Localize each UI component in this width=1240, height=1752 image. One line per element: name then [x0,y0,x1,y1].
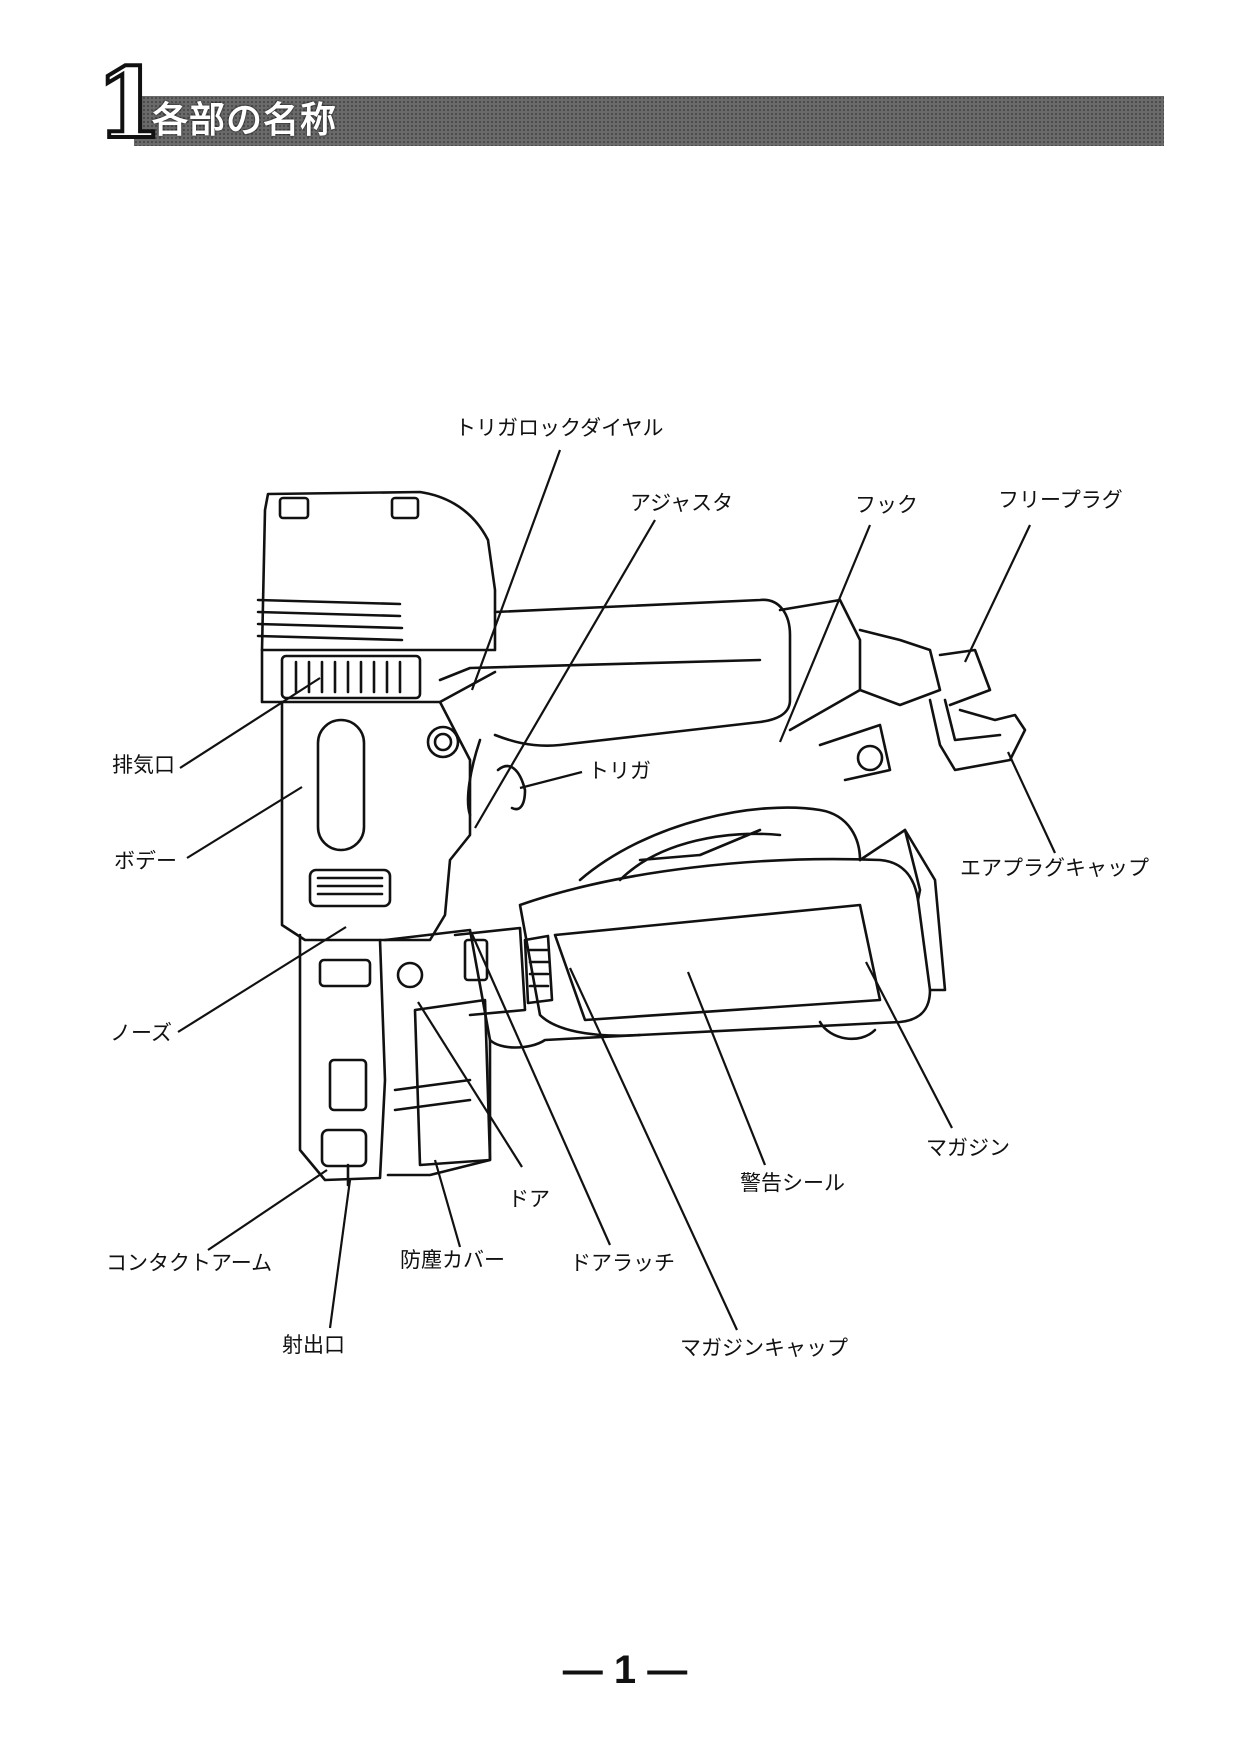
section-title: 各部の名称 [152,100,338,141]
label-door-latch: ドアラッチ [570,1251,675,1275]
label-contact-arm: コンタクトアーム [106,1251,272,1275]
leader-body [186,786,303,859]
label-trigger-lock-dial: トリガロックダイヤル [455,416,664,440]
label-warning-seal: 警告シール [740,1171,845,1195]
leader-lines [177,449,1056,1331]
leader-free-plug [964,524,1031,663]
leader-contact-arm [207,1169,328,1251]
label-magazine-cap: マガジンキャップ [680,1336,848,1360]
leader-air-plug-cap [1007,751,1056,854]
page-number: — 1 — [562,1648,688,1692]
leader-magazine-cap [569,967,738,1331]
label-nose: ノーズ [110,1021,172,1045]
label-muzzle: 射出口 [282,1333,345,1357]
leader-warning-seal [686,971,767,1166]
label-exhaust: 排気口 [112,753,175,777]
label-body: ボデー [114,849,177,873]
leader-exhaust [179,677,321,769]
label-air-plug-cap: エアプラグキャップ [960,856,1149,880]
label-magazine: マガジン [926,1136,1010,1160]
label-free-plug: フリープラグ [998,488,1123,512]
part-labels: トリガロックダイヤル アジャスタ フック フリープラグ 排気口 トリガ ボデー … [106,416,1149,1360]
leader-trigger-lock-dial [470,449,562,691]
label-dust-cover: 防塵カバー [400,1248,505,1272]
leader-door-latch [470,933,612,1246]
leader-magazine [865,961,953,1129]
label-door: ドア [508,1187,550,1211]
label-hook: フック [855,493,918,517]
leader-trigger [519,770,583,790]
leader-muzzle [328,1179,352,1329]
leader-adjuster [474,519,656,829]
leader-nose [177,926,347,1033]
label-trigger: トリガ [588,759,651,783]
section-bar [134,96,1164,146]
nailer-illustration [256,490,1027,1187]
section-header: 1 各部の名称 [94,54,1166,154]
leader-dust-cover [433,1159,462,1248]
leader-hook [778,524,872,743]
leader-door [417,1001,523,1168]
label-adjuster: アジャスタ [630,491,733,515]
